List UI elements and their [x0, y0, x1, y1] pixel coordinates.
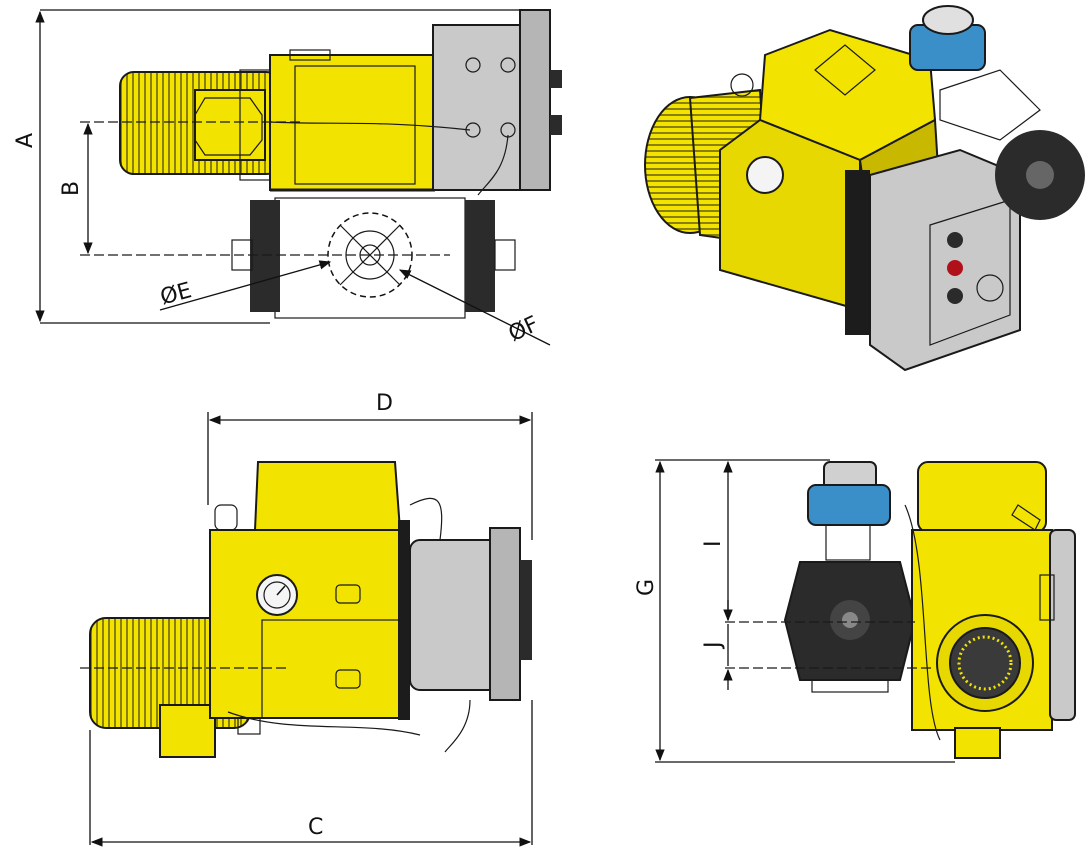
isometric-view	[644, 5, 1085, 372]
dim-label-g: G	[634, 579, 659, 596]
dim-label-a: A	[13, 133, 38, 148]
pressure-gauge-icon	[746, 156, 784, 194]
end-housing	[911, 461, 1076, 759]
control-box	[432, 9, 562, 191]
dim-label-d: D	[376, 391, 393, 416]
side-housing	[209, 461, 410, 720]
iso-valve	[909, 5, 1085, 220]
gear-housing	[269, 49, 436, 192]
side-control-box	[409, 527, 532, 701]
motor	[119, 69, 281, 181]
iso-control-box	[869, 148, 1021, 372]
dim-label-f: ØF	[505, 312, 543, 347]
top-view	[35, 9, 562, 346]
switch-knob-icon	[976, 274, 1004, 302]
dim-label-i: I	[701, 541, 726, 548]
dim-label-c: C	[308, 815, 323, 840]
dim-label-j: J	[701, 642, 726, 651]
side-view	[80, 412, 533, 847]
gear-assembly	[231, 197, 516, 319]
red-indicator-icon	[730, 73, 754, 97]
end-valve	[783, 461, 917, 693]
dim-label-b: B	[59, 181, 84, 196]
end-view	[655, 459, 1076, 763]
dim-label-e: ØE	[158, 278, 195, 310]
